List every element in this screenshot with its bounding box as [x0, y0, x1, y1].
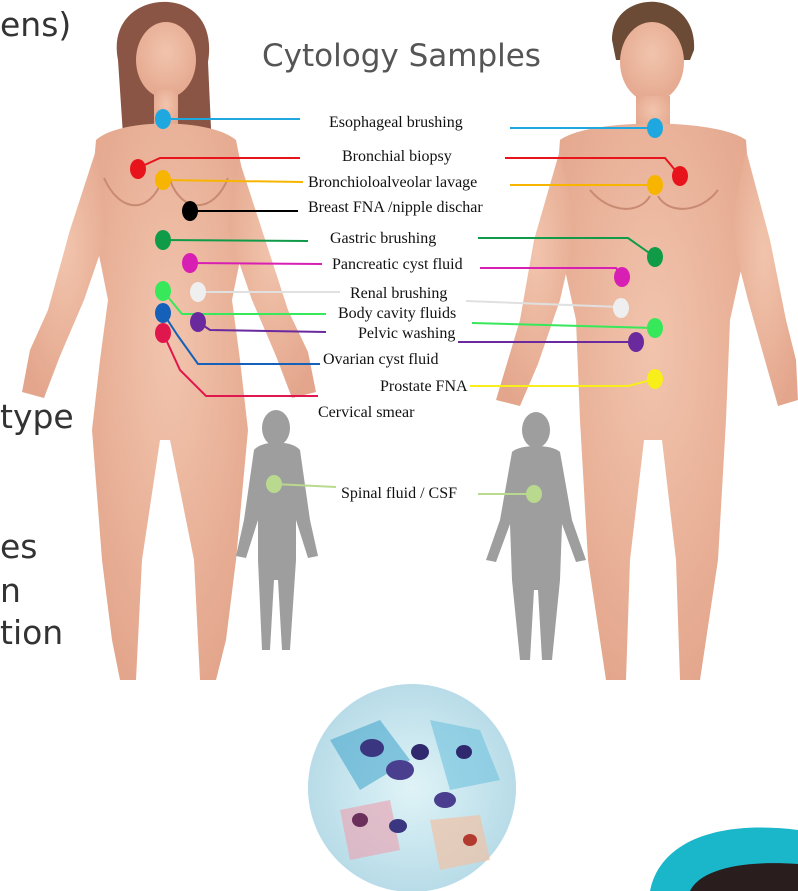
- male-silhouette: [486, 412, 586, 660]
- cytology-micrograph: [308, 684, 516, 891]
- marker-bal-right: [647, 175, 663, 195]
- marker-renal-left: [190, 282, 206, 302]
- line-pancreatic-left: [190, 263, 322, 264]
- label-bronchial-biopsy: Bronchial biopsy: [342, 148, 452, 166]
- label-body-cavity-fluids: Body cavity fluids: [338, 305, 456, 323]
- line-gastric-left: [163, 240, 308, 241]
- marker-bronchial-left: [130, 159, 146, 179]
- marker-breast: [182, 201, 198, 221]
- marker-prostate: [647, 369, 663, 389]
- marker-csf-left: [266, 475, 282, 493]
- marker-pancreatic-left: [182, 253, 198, 273]
- marker-gastric-right: [647, 247, 663, 267]
- marker-csf-right: [526, 485, 542, 503]
- label-cervical-smear: Cervical smear: [318, 404, 414, 422]
- label-ovarian-cyst-fluid: Ovarian cyst fluid: [323, 351, 439, 369]
- label-pelvic-washing: Pelvic washing: [358, 325, 455, 343]
- marker-bodycavity-right: [647, 318, 663, 338]
- marker-esophageal-right: [647, 118, 663, 138]
- label-bronchioloalveolar-lavage: Bronchioloalveolar lavage: [308, 174, 477, 192]
- marker-ovarian: [155, 303, 171, 323]
- marker-renal-right: [613, 298, 629, 318]
- label-renal-brushing: Renal brushing: [350, 285, 447, 303]
- marker-bronchial-right: [672, 166, 688, 186]
- label-pancreatic-cyst-fluid: Pancreatic cyst fluid: [332, 256, 463, 274]
- label-esophageal-brushing: Esophageal brushing: [329, 114, 463, 132]
- label-prostate-fna: Prostate FNA: [380, 378, 468, 396]
- diagram-title: Cytology Samples: [262, 38, 541, 74]
- marker-cervical: [155, 323, 171, 343]
- label-gastric-brushing: Gastric brushing: [330, 230, 436, 248]
- marker-esophageal-left: [155, 109, 171, 129]
- label-breast-fna: Breast FNA /nipple dischar: [308, 199, 483, 217]
- label-spinal-fluid-csf: Spinal fluid / CSF: [341, 485, 457, 503]
- marker-pelvic-left: [190, 312, 206, 332]
- marker-pelvic-right: [628, 332, 644, 352]
- marker-gastric-left: [155, 230, 171, 250]
- female-silhouette: [236, 410, 318, 650]
- marker-bodycavity-left: [155, 281, 171, 301]
- marker-pancreatic-right: [614, 267, 630, 287]
- marker-bal-left: [155, 170, 171, 190]
